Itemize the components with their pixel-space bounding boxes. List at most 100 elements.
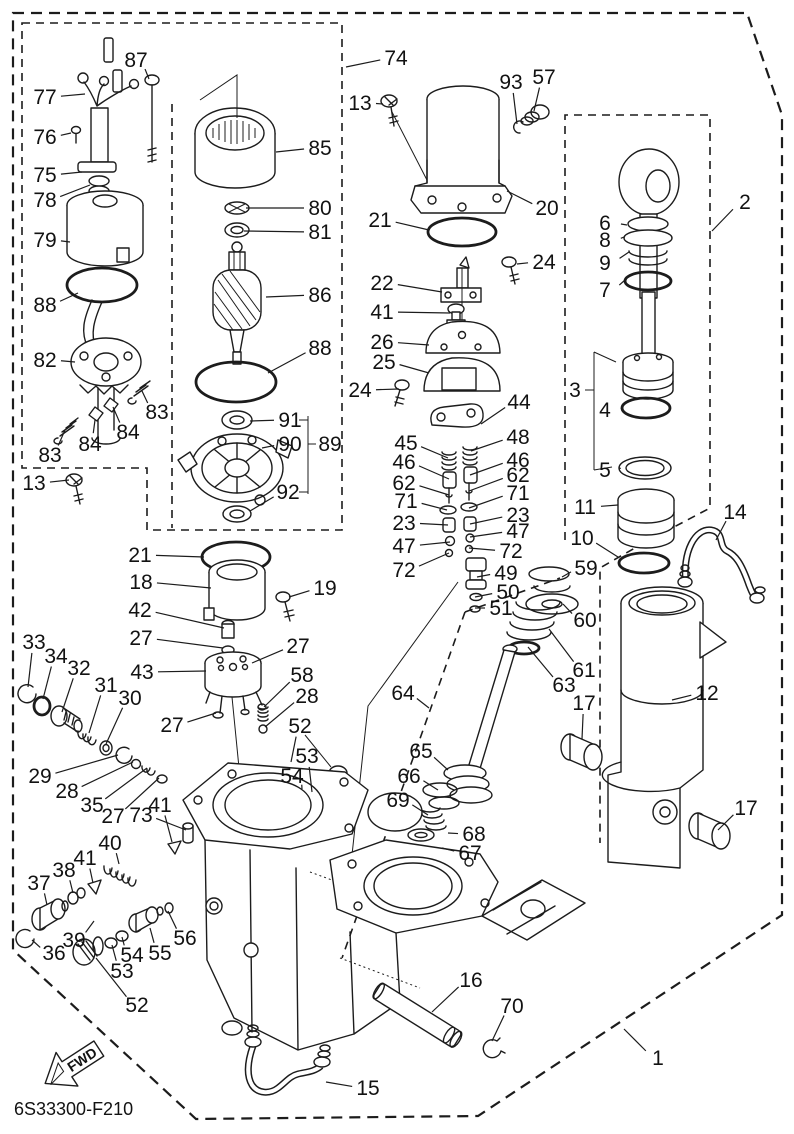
leader-line-62 (468, 477, 503, 492)
motor-wires (83, 81, 132, 107)
ring-27 (156, 774, 168, 784)
leader-line-54 (121, 936, 125, 946)
screw-32 (50, 705, 83, 733)
callout-21: 21 (128, 544, 151, 567)
ball-28 (130, 758, 142, 770)
nut-6 (627, 216, 669, 232)
washer-71 (439, 505, 457, 515)
trim-motor-parts (53, 37, 160, 445)
leader-line-71 (421, 502, 448, 511)
callout-53: 53 (295, 745, 318, 768)
callout-18: 18 (129, 571, 152, 594)
flange-hole (339, 777, 349, 787)
callout-46: 46 (392, 451, 415, 474)
diagram-code: 6S33300-F210 (14, 1099, 133, 1119)
tilt-cylinder-parts (601, 526, 766, 869)
callout-93: 93 (499, 71, 522, 94)
spring-washer-9 (628, 250, 668, 266)
screw-32-head (50, 705, 68, 727)
leader-line-41 (89, 868, 94, 884)
housing-boss-hole (209, 901, 219, 911)
ring-51 (469, 605, 481, 613)
leader-line-10 (595, 542, 619, 558)
callout-71: 71 (506, 482, 529, 505)
motor-group-box (21, 22, 343, 531)
leader-line-83 (141, 390, 149, 404)
callout-28: 28 (55, 780, 78, 803)
callout-84: 84 (116, 421, 140, 444)
pipe-fitting (244, 1024, 262, 1048)
callout-88: 88 (308, 337, 331, 360)
screw-shaft (394, 389, 405, 407)
end-screw-ribs (617, 511, 675, 536)
bearing-92 (222, 505, 252, 523)
leader-line-33 (27, 652, 33, 688)
ring-terminal (77, 72, 89, 84)
pipe-fitting (313, 1044, 331, 1068)
valve-tip (156, 906, 164, 916)
bolt-head (275, 591, 291, 603)
spring-61 (506, 601, 561, 641)
gasket-hole (466, 408, 476, 418)
callout-61: 61 (572, 659, 595, 682)
lug-hole (520, 899, 546, 919)
ring-66 (422, 782, 458, 798)
bracket-ear (275, 439, 293, 459)
fitting-thread (246, 1030, 260, 1038)
leader-line-19 (288, 590, 310, 598)
leader-line-81 (243, 230, 305, 233)
reservoir-parts (380, 85, 550, 428)
end-screw-18-bore (216, 563, 258, 581)
leader-line-83 (57, 429, 66, 446)
piston-grooves (622, 371, 674, 391)
cylinder-seams (601, 689, 704, 793)
fitting-thread (317, 1050, 331, 1058)
leader-line-27 (124, 777, 160, 810)
plate-hole (440, 343, 448, 351)
leader-line-2 (711, 208, 734, 232)
fwd-arrow-inner (50, 1061, 65, 1085)
leader-line-84 (92, 419, 96, 434)
fitting-nut (244, 1036, 262, 1048)
ram-rod-lower (641, 291, 656, 356)
callout-73: 73 (129, 804, 152, 827)
callout-8: 8 (599, 229, 611, 252)
leader-line-15 (325, 1081, 353, 1088)
leader-line-77 (60, 93, 86, 97)
screw-32-tip (73, 719, 83, 733)
flange-hole (480, 898, 490, 908)
pump-bracket-hub (224, 458, 250, 478)
trim-ram-box-top (464, 577, 561, 613)
plug-52-bottom (72, 936, 104, 966)
cylinder-thread (628, 590, 696, 616)
pump-body (204, 663, 262, 698)
callout-63: 63 (552, 674, 575, 697)
leader-line-59 (561, 571, 572, 578)
callout-14: 14 (723, 501, 747, 524)
ram-eye-hole (645, 169, 671, 203)
callout-49: 49 (494, 562, 517, 585)
washer-71 (460, 502, 478, 512)
leader-line-55 (149, 927, 155, 943)
leader-line-11 (600, 504, 619, 507)
leader-line-58 (263, 681, 291, 708)
callout-71: 71 (394, 490, 417, 513)
leader-line-26 (397, 342, 430, 346)
armature-tip (232, 351, 242, 365)
pin-62 (465, 482, 473, 501)
bracket-52-line (304, 734, 332, 768)
cylinder-12 (601, 586, 727, 869)
screw-32-thread (63, 708, 81, 733)
leader-line-86 (265, 294, 305, 298)
leader-line-87 (144, 68, 150, 80)
ring-27 (212, 711, 224, 719)
bolt-19 (275, 591, 295, 622)
callout-54: 54 (120, 944, 144, 967)
housing-lower-body (204, 839, 401, 1051)
valve-41-stem (451, 311, 461, 321)
wire-cap (103, 37, 114, 63)
plate-26 (425, 320, 501, 354)
callout-32: 32 (67, 657, 90, 680)
leader-line-75 (60, 171, 83, 175)
